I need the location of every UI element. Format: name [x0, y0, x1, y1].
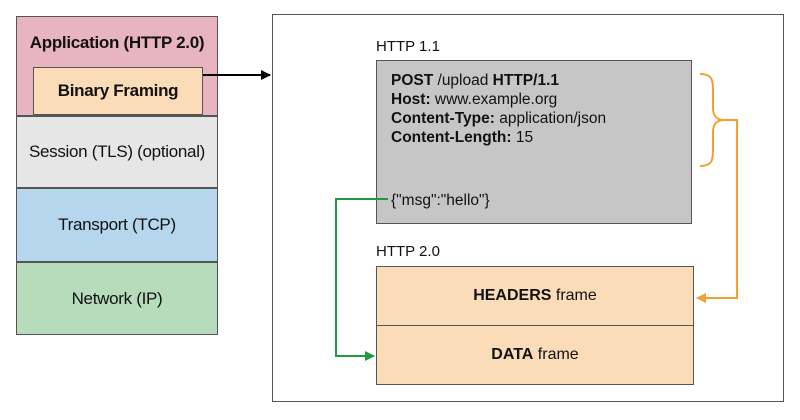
header-content-length-value: 15 [511, 129, 534, 146]
http2-label: HTTP 2.0 [376, 243, 440, 260]
http11-request-box: POST /upload HTTP/1.1 Host: www.example.… [376, 60, 692, 224]
request-version: HTTP/1.1 [492, 72, 559, 89]
headers-frame-suffix: frame [551, 287, 597, 304]
headers-frame-type: HEADERS [473, 287, 552, 304]
header-host-name: Host: [391, 91, 431, 108]
http11-label: HTTP 1.1 [376, 38, 440, 55]
data-frame: DATA frame [376, 325, 694, 385]
network-layer: Network (IP) [16, 262, 218, 335]
network-layer-label: Network (IP) [71, 288, 163, 308]
header-content-length-name: Content-Length: [391, 129, 512, 146]
headers-frame: HEADERS frame [376, 266, 694, 326]
data-frame-type: DATA [491, 346, 534, 363]
transport-layer-label: Transport (TCP) [58, 215, 176, 234]
header-content-length: Content-Length: 15 [391, 128, 691, 147]
request-line: POST /upload HTTP/1.1 [391, 71, 691, 90]
request-body: {"msg":"hello"} [391, 192, 490, 209]
header-host-value: www.example.org [430, 91, 558, 108]
header-host: Host: www.example.org [391, 90, 691, 109]
transport-layer: Transport (TCP) [16, 188, 218, 262]
header-content-type-value: application/json [494, 110, 607, 127]
header-content-type: Content-Type: application/json [391, 109, 691, 128]
application-layer-label: Application (HTTP 2.0) [29, 33, 205, 52]
binary-framing-layer: Binary Framing [33, 67, 203, 115]
data-frame-suffix: frame [533, 346, 579, 363]
binary-framing-label: Binary Framing [57, 81, 179, 100]
header-content-type-name: Content-Type: [391, 110, 495, 127]
application-layer: Application (HTTP 2.0) Binary Framing [16, 16, 218, 116]
request-path: /upload [433, 72, 493, 89]
request-method: POST [391, 72, 434, 89]
session-layer-label: Session (TLS) (optional) [28, 142, 206, 161]
session-layer: Session (TLS) (optional) [16, 116, 218, 188]
